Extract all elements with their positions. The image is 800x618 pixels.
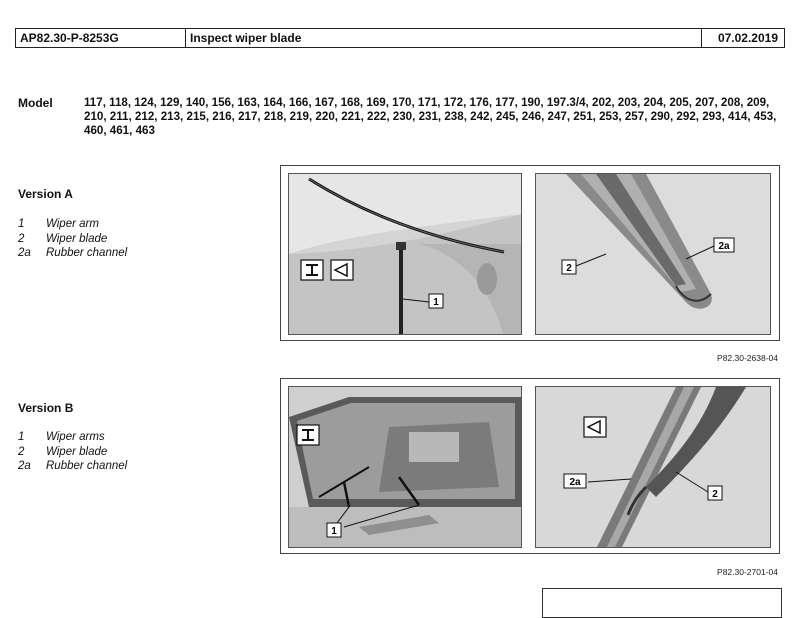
legend-number: 2 (18, 232, 25, 245)
legend-item: 2 Wiper blade (18, 232, 127, 247)
callout-2: 2 (712, 489, 718, 500)
legend-label: Rubber channel (46, 460, 128, 472)
legend-label: Rubber channel (46, 247, 128, 259)
legend-item: 1 Wiper arms (18, 430, 127, 445)
version-b-windshield-image: 1 (288, 386, 522, 548)
legend-label: Wiper blade (46, 445, 108, 458)
version-a-figure-reference: P82.30-2638-04 (717, 353, 778, 363)
version-b-legend: 1 Wiper arms 2 Wiper blade 2a Rubber cha… (18, 430, 127, 474)
legend-item: 2a Rubber channel (18, 459, 127, 474)
legend-number: 2 (18, 445, 25, 458)
model-list: 117, 118, 124, 129, 140, 156, 163, 164, … (84, 96, 777, 137)
model-label: Model (18, 96, 53, 110)
callout-1: 1 (331, 526, 337, 537)
version-a-hood-image: 1 (288, 173, 522, 335)
document-title: Inspect wiper blade (186, 29, 702, 47)
callout-2a: 2a (569, 477, 581, 488)
version-a-figure: 1 2 2a (280, 165, 780, 341)
callout-1: 1 (433, 297, 439, 308)
legend-number: 1 (18, 218, 25, 230)
legend-item: 2 Wiper blade (18, 445, 127, 460)
callout-2: 2 (566, 263, 572, 274)
callout-2a: 2a (718, 241, 730, 252)
document-header: AP82.30-P-8253G Inspect wiper blade 07.0… (15, 28, 785, 48)
version-b-figure: 1 2a 2 (280, 378, 780, 554)
legend-number: 1 (18, 431, 25, 443)
legend-label: Wiper arm (46, 218, 99, 230)
document-date: 07.02.2019 (717, 31, 778, 45)
document-code: AP82.30-P-8253G (16, 29, 186, 47)
version-b-title: Version B (18, 401, 74, 415)
legend-label: Wiper blade (46, 232, 108, 245)
version-a-title: Version A (18, 187, 73, 201)
next-section-box (542, 588, 782, 618)
legend-item: 1 Wiper arm (18, 217, 127, 232)
legend-number: 2a (18, 460, 31, 472)
legend-label: Wiper arms (46, 431, 105, 443)
version-a-blade-closeup: 2 2a (535, 173, 771, 335)
legend-item: 2a Rubber channel (18, 246, 127, 261)
legend-number: 2a (18, 247, 31, 259)
version-a-legend: 1 Wiper arm 2 Wiper blade 2a Rubber chan… (18, 217, 127, 261)
version-b-figure-reference: P82.30-2701-04 (717, 567, 778, 577)
version-b-blade-closeup: 2a 2 (535, 386, 771, 548)
